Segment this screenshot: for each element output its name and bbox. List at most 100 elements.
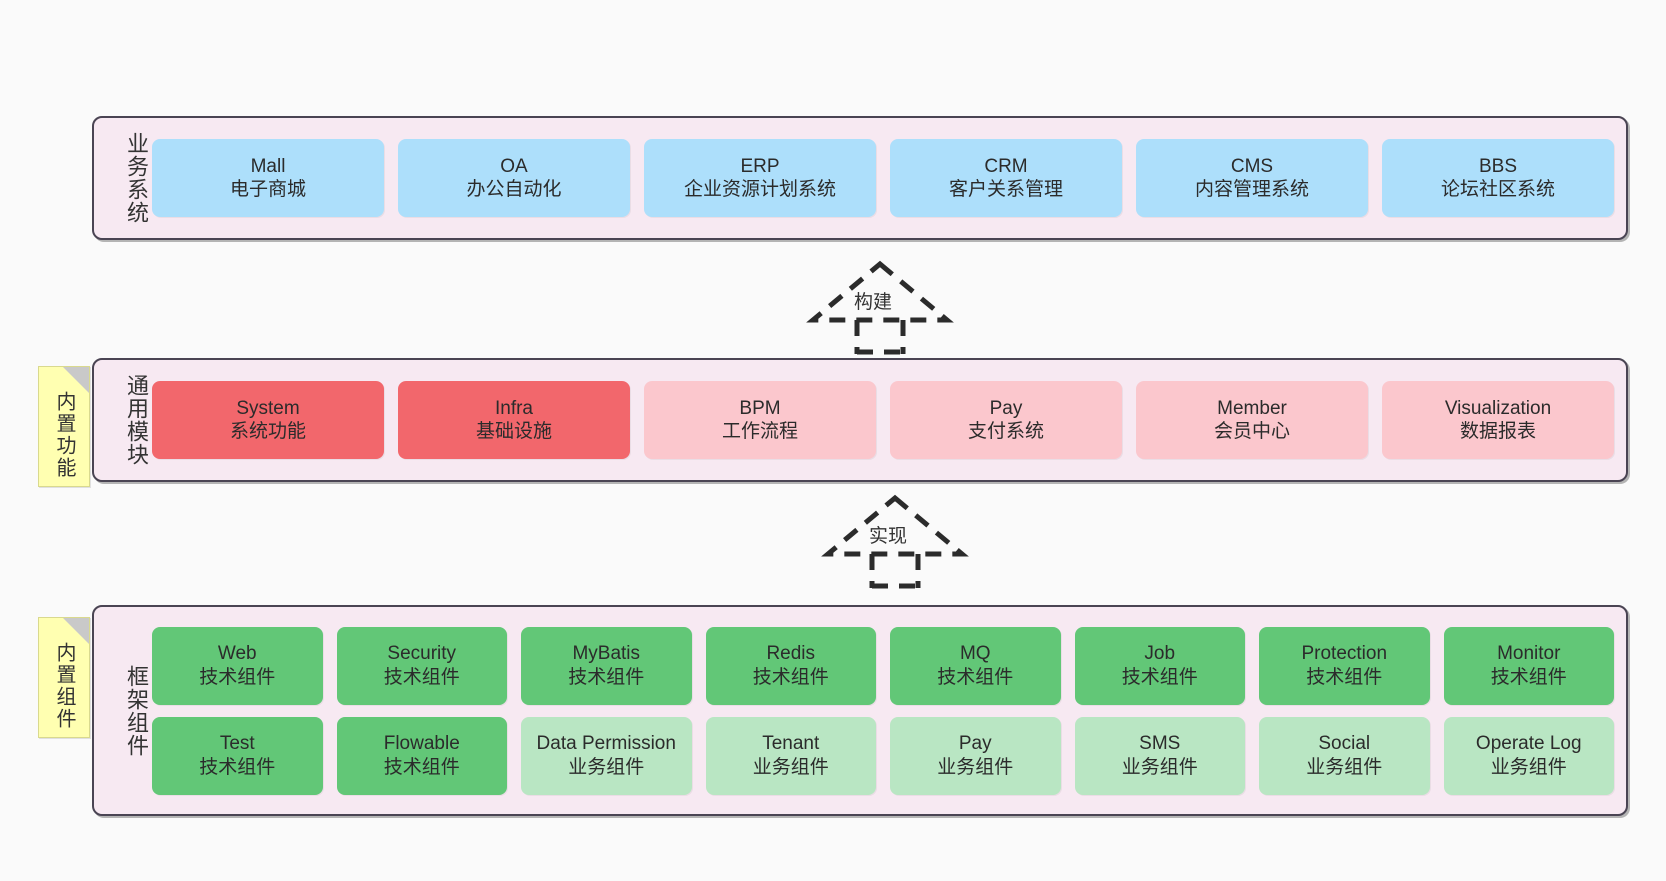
sticky-note-builtin-component[interactable]: 内置组件 bbox=[38, 617, 90, 738]
card-title: Pay bbox=[958, 733, 992, 755]
card-subtitle: 办公自动化 bbox=[466, 179, 562, 200]
card-title: Member bbox=[1217, 397, 1287, 419]
card-subtitle: 业务组件 bbox=[752, 756, 829, 778]
connector-implement bbox=[810, 492, 980, 589]
card-title: BPM bbox=[739, 397, 781, 419]
card-oa[interactable]: OA 办公自动化 bbox=[398, 139, 630, 217]
card-subtitle: 技术组件 bbox=[383, 666, 460, 688]
card-mq[interactable]: MQ 技术组件 bbox=[890, 626, 1061, 705]
layer-common-module[interactable]: 通用模块 System 系统功能 Infra 基础设施 BPM 工作流程 Pay… bbox=[92, 358, 1628, 482]
card-job[interactable]: Job 技术组件 bbox=[1074, 626, 1245, 705]
card-subtitle: 技术组件 bbox=[937, 666, 1014, 688]
card-sms[interactable]: SMS 业务组件 bbox=[1074, 716, 1245, 795]
generalization-stem-icon bbox=[869, 554, 921, 589]
card-subtitle: 业务组件 bbox=[568, 756, 645, 778]
card-subtitle: 业务组件 bbox=[1490, 756, 1567, 778]
card-title: Infra bbox=[494, 397, 534, 419]
card-title: OA bbox=[500, 155, 528, 177]
card-title: SMS bbox=[1139, 733, 1181, 755]
card-title: Redis bbox=[766, 643, 816, 665]
card-bbs[interactable]: BBS 论坛社区系统 bbox=[1382, 139, 1614, 217]
card-mall[interactable]: Mall 电子商城 bbox=[152, 139, 384, 217]
card-subtitle: 业务组件 bbox=[1306, 756, 1383, 778]
layer-body-business-system: Mall 电子商城 OA 办公自动化 ERP 企业资源计划系统 CRM 客户关系… bbox=[148, 139, 1626, 217]
card-mybatis[interactable]: MyBatis 技术组件 bbox=[521, 626, 692, 705]
card-subtitle: 技术组件 bbox=[199, 756, 276, 778]
sticky-note-builtin-function[interactable]: 内置功能 bbox=[38, 366, 90, 487]
layer-body-common-module: System 系统功能 Infra 基础设施 BPM 工作流程 Pay 支付系统… bbox=[148, 381, 1626, 459]
card-subtitle: 技术组件 bbox=[1121, 666, 1198, 688]
sticky-note-label: 内置功能 bbox=[53, 390, 75, 479]
card-member[interactable]: Member 会员中心 bbox=[1136, 381, 1368, 459]
card-title: Visualization bbox=[1444, 397, 1552, 419]
layer-row: Test 技术组件 Flowable 技术组件 Data Permission … bbox=[152, 716, 1614, 795]
card-title: Monitor bbox=[1497, 643, 1561, 665]
card-title: Pay bbox=[989, 397, 1023, 419]
card-subtitle: 业务组件 bbox=[1121, 756, 1198, 778]
card-data-permission[interactable]: Data Permission 业务组件 bbox=[521, 716, 692, 795]
layer-title-business-system: 业务系统 bbox=[124, 132, 149, 224]
card-subtitle: 技术组件 bbox=[568, 666, 645, 688]
card-subtitle: 技术组件 bbox=[1306, 666, 1383, 688]
card-cms[interactable]: CMS 内容管理系统 bbox=[1136, 139, 1368, 217]
card-subtitle: 支付系统 bbox=[967, 421, 1044, 442]
card-title: Job bbox=[1144, 643, 1176, 665]
card-title: ERP bbox=[740, 155, 780, 177]
layer-title-framework-component: 框架组件 bbox=[124, 664, 149, 757]
card-title: MyBatis bbox=[572, 643, 641, 665]
card-subtitle: 技术组件 bbox=[383, 756, 460, 778]
card-visualization[interactable]: Visualization 数据报表 bbox=[1382, 381, 1614, 459]
card-erp[interactable]: ERP 企业资源计划系统 bbox=[644, 139, 876, 217]
card-subtitle: 论坛社区系统 bbox=[1440, 179, 1555, 200]
card-protection[interactable]: Protection 技术组件 bbox=[1259, 626, 1430, 705]
layer-business-system[interactable]: 业务系统 Mall 电子商城 OA 办公自动化 ERP 企业资源计划系统 CRM… bbox=[92, 116, 1628, 240]
card-web[interactable]: Web 技术组件 bbox=[152, 626, 323, 705]
layer-row: Web 技术组件 Security 技术组件 MyBatis 技术组件 Redi… bbox=[152, 626, 1614, 705]
card-title: Protection bbox=[1301, 643, 1388, 665]
card-title: Test bbox=[219, 733, 255, 755]
folded-corner-icon bbox=[63, 367, 89, 393]
layer-framework-component[interactable]: 框架组件 Web 技术组件 Security 技术组件 MyBatis 技术组件… bbox=[92, 605, 1628, 816]
card-subtitle: 数据报表 bbox=[1459, 421, 1536, 442]
card-title: System bbox=[236, 397, 300, 419]
card-tenant[interactable]: Tenant 业务组件 bbox=[705, 716, 876, 795]
card-subtitle: 会员中心 bbox=[1213, 421, 1290, 442]
card-title: Tenant bbox=[762, 733, 820, 755]
card-social[interactable]: Social 业务组件 bbox=[1259, 716, 1430, 795]
card-title: BBS bbox=[1478, 155, 1518, 177]
sticky-note-label: 内置组件 bbox=[53, 641, 75, 730]
card-crm[interactable]: CRM 客户关系管理 bbox=[890, 139, 1122, 217]
connector-implement-label: 实现 bbox=[869, 526, 908, 547]
card-subtitle: 客户关系管理 bbox=[948, 179, 1063, 200]
card-security[interactable]: Security 技术组件 bbox=[336, 626, 507, 705]
card-title: Data Permission bbox=[536, 733, 676, 755]
connector-build bbox=[795, 258, 965, 355]
card-subtitle: 内容管理系统 bbox=[1194, 179, 1309, 200]
folded-corner-icon bbox=[63, 618, 89, 644]
card-subtitle: 技术组件 bbox=[1490, 666, 1567, 688]
card-system[interactable]: System 系统功能 bbox=[152, 381, 384, 459]
card-title: Flowable bbox=[383, 733, 460, 755]
card-title: Security bbox=[387, 643, 457, 665]
card-subtitle: 技术组件 bbox=[752, 666, 829, 688]
card-flowable[interactable]: Flowable 技术组件 bbox=[336, 716, 507, 795]
card-pay-component[interactable]: Pay 业务组件 bbox=[890, 716, 1061, 795]
card-subtitle: 技术组件 bbox=[199, 666, 276, 688]
card-monitor[interactable]: Monitor 技术组件 bbox=[1443, 626, 1614, 705]
card-subtitle: 工作流程 bbox=[721, 421, 798, 442]
card-subtitle: 业务组件 bbox=[937, 756, 1014, 778]
connector-build-label: 构建 bbox=[854, 292, 893, 313]
card-subtitle: 系统功能 bbox=[229, 421, 306, 442]
card-title: CRM bbox=[984, 155, 1028, 177]
card-infra[interactable]: Infra 基础设施 bbox=[398, 381, 630, 459]
layer-body-framework-component: Web 技术组件 Security 技术组件 MyBatis 技术组件 Redi… bbox=[148, 626, 1626, 795]
card-pay[interactable]: Pay 支付系统 bbox=[890, 381, 1122, 459]
card-subtitle: 基础设施 bbox=[475, 421, 552, 442]
card-operate-log[interactable]: Operate Log 业务组件 bbox=[1443, 716, 1614, 795]
card-bpm[interactable]: BPM 工作流程 bbox=[644, 381, 876, 459]
layer-row: Mall 电子商城 OA 办公自动化 ERP 企业资源计划系统 CRM 客户关系… bbox=[152, 139, 1614, 217]
layer-title-common-module: 通用模块 bbox=[124, 374, 149, 466]
card-subtitle: 企业资源计划系统 bbox=[683, 179, 836, 200]
card-redis[interactable]: Redis 技术组件 bbox=[705, 626, 876, 705]
card-test[interactable]: Test 技术组件 bbox=[152, 716, 323, 795]
